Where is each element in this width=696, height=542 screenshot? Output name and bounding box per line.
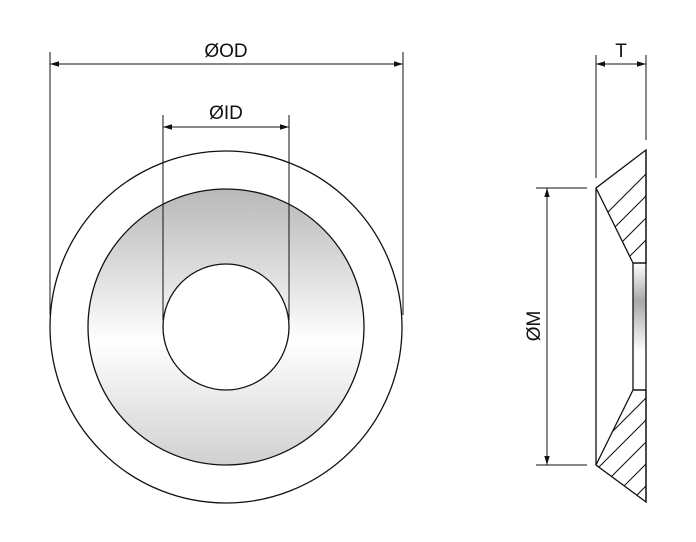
hatching-bottom [596, 390, 646, 502]
front-view: ØOD ØID [49, 41, 404, 504]
t-label: T [615, 41, 627, 62]
od-label: ØOD [204, 41, 247, 62]
side-section-view: T ØM [524, 41, 647, 504]
id-label: ØID [209, 103, 243, 124]
hole-circle [162, 263, 290, 391]
bore-surface [633, 263, 646, 390]
m-label: ØM [524, 311, 545, 342]
